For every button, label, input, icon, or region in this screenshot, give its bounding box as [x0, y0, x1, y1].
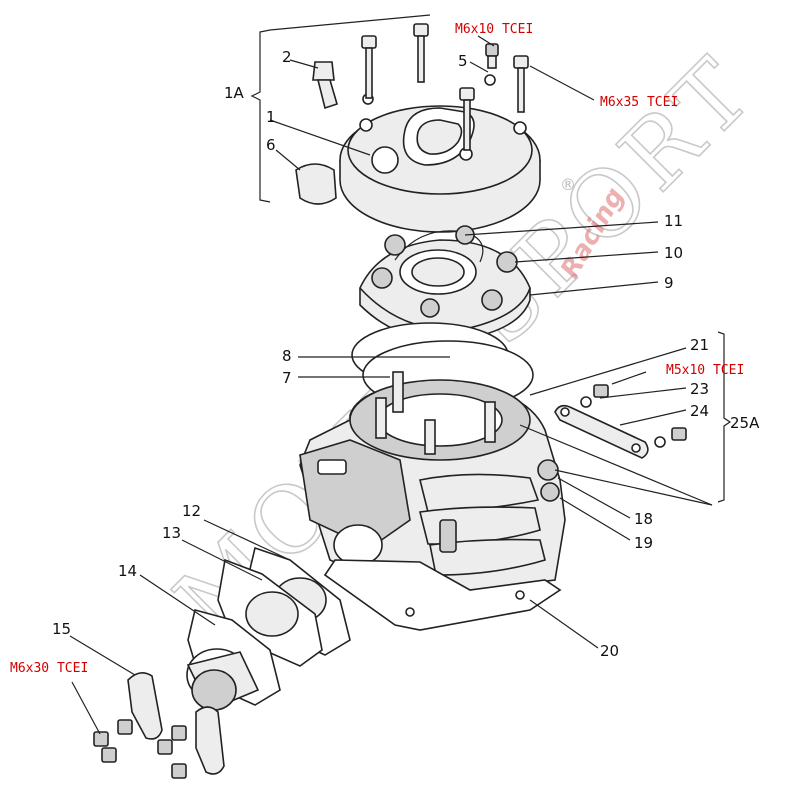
label-7: 7	[282, 369, 292, 387]
head-screws	[361, 23, 529, 151]
label-5: 5	[458, 52, 468, 70]
label-8: 8	[282, 347, 292, 365]
leader-lines	[69, 35, 713, 735]
label-20: 20	[600, 642, 619, 660]
label-18: 18	[634, 510, 653, 528]
label-11: 11	[664, 212, 683, 230]
label-15: 15	[52, 620, 71, 638]
part-2-plug	[312, 61, 338, 110]
label-25A: 25A	[730, 414, 760, 432]
exhaust-gaskets	[186, 546, 351, 712]
label-6: 6	[266, 136, 276, 154]
label-13: 13	[162, 524, 181, 542]
label-14: 14	[118, 562, 137, 580]
exhaust-flanges	[93, 672, 225, 779]
group-brackets	[250, 14, 732, 503]
fastener-specs: M6x10 TCEI M6x35 TCEI M5x10 TCEI M6x30 T…	[10, 22, 744, 676]
label-2: 2	[282, 48, 292, 66]
spec-m6x35: M6x35 TCEI	[600, 95, 678, 110]
label-24: 24	[690, 402, 709, 420]
base-gasket	[323, 559, 562, 631]
spec-m5x10: M5x10 TCEI	[666, 363, 744, 378]
label-10: 10	[664, 244, 683, 262]
label-12: 12	[182, 502, 201, 520]
watermark-registered: ®	[560, 175, 576, 194]
label-19: 19	[634, 534, 653, 552]
spec-m6x10: M6x10 TCEI	[455, 22, 533, 37]
label-21: 21	[690, 336, 709, 354]
label-1A: 1A	[224, 84, 245, 102]
bracket-24	[554, 384, 687, 459]
label-23: 23	[690, 380, 709, 398]
label-1: 1	[266, 108, 276, 126]
label-9: 9	[664, 274, 674, 292]
part-numbers: 1A 2 1 6 5 11 10 9 8 7 21 23 24 25A 18 1…	[52, 48, 760, 660]
cylinder-head	[339, 74, 541, 233]
part-6-plug	[295, 163, 337, 205]
spec-m6x30: M6x30 TCEI	[10, 661, 88, 676]
